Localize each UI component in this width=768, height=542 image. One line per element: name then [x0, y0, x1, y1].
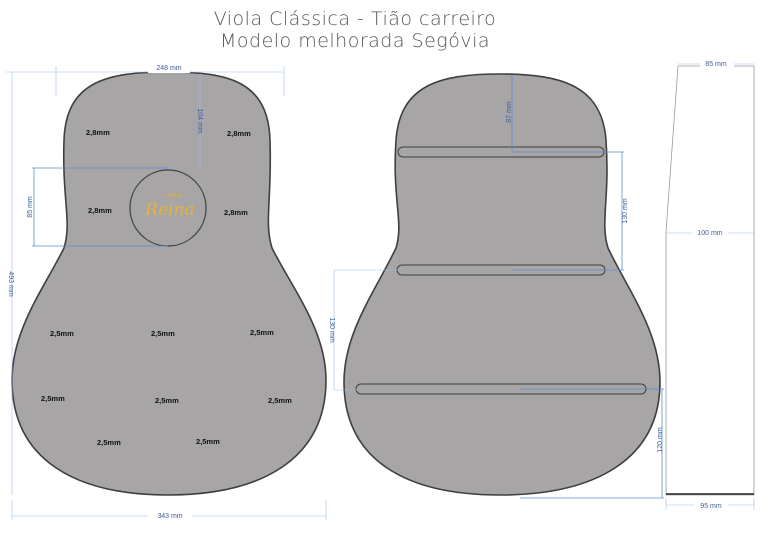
- dimension-brace3-to-bottom: 120 mm: [520, 388, 664, 499]
- dimension-soundhole-label: 85 mm: [27, 196, 34, 218]
- thickness-lower-8: 2,5mm: [196, 437, 220, 446]
- dimension-side-bottom-label: 95 mm: [700, 503, 722, 510]
- dimension-side-top: 85 mm: [678, 58, 754, 68]
- side-profile: 85 mm 100 mm 95 mm: [665, 58, 755, 510]
- logo-small-text: Luthieria: [162, 193, 181, 199]
- drawing-title: Viola Clássica - Tião carreiro Modelo me…: [0, 8, 710, 52]
- thickness-lower-1: 2,5mm: [50, 329, 74, 338]
- dimension-side-middle: 100 mm: [666, 227, 754, 237]
- back-plate: 87 mm 130 mm 130 mm 120 mm: [328, 73, 664, 499]
- dimension-side-top-label: 85 mm: [705, 61, 727, 68]
- dimension-brace2-to-brace3-label: 130 mm: [328, 317, 335, 342]
- dimension-upper-width: 248 mm: [55, 63, 285, 96]
- dimension-side-middle-label: 100 mm: [697, 230, 722, 237]
- dimension-top-to-brace1: 87 mm: [506, 76, 513, 152]
- dimension-brace2-to-brace3: 130 mm: [328, 269, 400, 391]
- title-line-1: Viola Clássica - Tião carreiro: [213, 8, 497, 30]
- top-plate: Luthieria Reina 2,8mm 2,8mm 2,8mm 2,8mm …: [6, 63, 327, 520]
- top-plate-outline: [11, 71, 327, 496]
- dimension-length-label: 493 mm: [7, 271, 14, 296]
- title-line-2: Modelo melhorada Segóvia: [220, 30, 490, 52]
- dimension-soundhole: 85 mm: [27, 167, 168, 247]
- dimension-neck-to-hole: 104 mm: [196, 74, 203, 168]
- dimension-neck-to-hole-label: 104 mm: [196, 108, 203, 133]
- thickness-lower-5: 2,5mm: [155, 396, 179, 405]
- dimension-brace3-to-bottom-label: 120 mm: [657, 427, 664, 452]
- thickness-lower-2: 2,5mm: [151, 329, 175, 338]
- dimension-upper-width-label: 248 mm: [156, 65, 181, 72]
- thickness-waist-right: 2,8mm: [224, 208, 248, 217]
- dimension-lower-width-label: 343 mm: [157, 513, 182, 520]
- dimension-lower-width: 343 mm: [11, 500, 327, 520]
- side-profile-outline: [665, 65, 755, 496]
- dimension-brace1-to-brace2-label: 130 mm: [622, 198, 629, 223]
- back-plate-outline: [343, 73, 661, 496]
- thickness-lower-7: 2,5mm: [97, 438, 121, 447]
- thickness-waist-left: 2,8mm: [88, 206, 112, 215]
- thickness-lower-4: 2,5mm: [41, 394, 65, 403]
- logo-text: Reina: [144, 200, 194, 220]
- dimension-length: 493 mm: [6, 71, 56, 495]
- dimension-side-bottom: 95 mm: [665, 498, 755, 510]
- dimension-top-to-brace1-label: 87 mm: [506, 101, 513, 123]
- dimension-brace1-to-brace2: 130 mm: [512, 151, 629, 271]
- thickness-upper-left: 2,8mm: [86, 128, 110, 137]
- thickness-lower-3: 2,5mm: [250, 328, 274, 337]
- thickness-lower-6: 2,5mm: [268, 396, 292, 405]
- thickness-upper-right: 2,8mm: [227, 129, 251, 138]
